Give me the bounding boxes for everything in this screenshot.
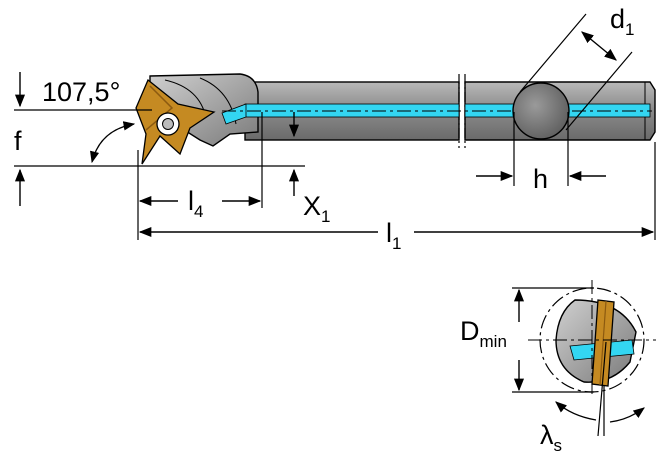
- lambda-sub: s: [554, 436, 563, 455]
- x1-label: X1: [303, 191, 330, 226]
- l1-label: l1: [386, 218, 401, 253]
- clamp-ball: [512, 82, 570, 140]
- lambda-arrow-right: [609, 407, 645, 423]
- l4-label: l4: [188, 186, 203, 221]
- d1-label: d1: [610, 4, 635, 39]
- h-label: h: [533, 164, 548, 194]
- insert-edge: [145, 85, 174, 131]
- x1-base: X: [303, 191, 321, 221]
- side-view: 107,5° f l4 X1 l1 h d1: [14, 4, 656, 253]
- d1-ext-right: [565, 51, 633, 131]
- lambda-label: λs: [540, 420, 562, 455]
- l1-base: l: [386, 218, 392, 248]
- dmin-label: Dmin: [460, 316, 507, 351]
- angle-arc: [90, 121, 136, 164]
- f-label: f: [14, 126, 22, 156]
- angle-label: 107,5°: [42, 77, 120, 107]
- lambda-base: λ: [540, 420, 554, 450]
- d1-sub: 1: [625, 20, 634, 39]
- x1-sub: 1: [321, 207, 330, 226]
- l4-base: l: [188, 186, 194, 216]
- d1-dim: [581, 31, 617, 61]
- lambda-arrow-left: [555, 401, 597, 421]
- dmin-sub: min: [480, 332, 507, 351]
- l4-sub: 4: [194, 202, 203, 221]
- lambda-ref-line: [597, 341, 607, 437]
- dmin-base: D: [460, 316, 480, 346]
- coolant-channel-head: [221, 103, 247, 125]
- front-view: Dmin λs: [460, 280, 656, 455]
- d1-base: d: [610, 4, 625, 34]
- front-insert-mid: [599, 300, 607, 386]
- l1-sub: 1: [392, 234, 401, 253]
- d1-ext-left: [519, 13, 587, 93]
- insert-screw-hole: [162, 118, 174, 130]
